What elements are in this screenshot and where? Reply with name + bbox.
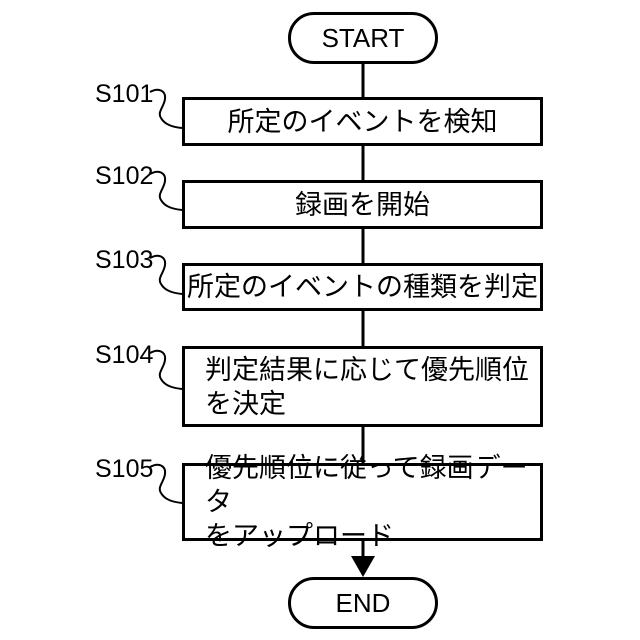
end-label: END [335,587,391,618]
end-terminator: END [288,577,438,629]
process-text-s102: 録画を開始 [295,189,430,220]
leader-line-s104 [149,349,183,390]
process-text-s103: 所定のイベントの種類を判定 [187,272,538,302]
process-box-s104: 判定結果に応じて優先順位 を決定 [182,346,543,427]
leader-line-s101 [149,88,183,129]
step-label-s102: S102 [95,162,154,190]
process-box-s105: 優先順位に従って録画データ をアップロード [182,453,543,551]
leader-line-s102 [149,170,183,211]
leader-line-s103 [149,254,183,295]
process-box-s101: 所定のイベントを検知 [182,97,543,146]
process-text-s105: 優先順位に従って録画データ をアップロード [205,453,528,551]
process-box-s103: 所定のイベントの種類を判定 [182,263,543,311]
step-label-s105: S105 [95,455,154,483]
process-text-s101: 所定のイベントを検知 [227,106,498,137]
arrow-down-icon [351,556,375,577]
start-label: START [321,22,405,53]
step-label-s104: S104 [95,341,154,369]
step-label-s103: S103 [95,246,154,274]
leader-line-s105 [149,463,183,504]
process-box-s102: 録画を開始 [182,180,543,229]
start-terminator: START [288,12,438,64]
process-text-s104: 判定結果に応じて優先順位 を決定 [205,354,529,419]
step-label-s101: S101 [95,80,154,108]
